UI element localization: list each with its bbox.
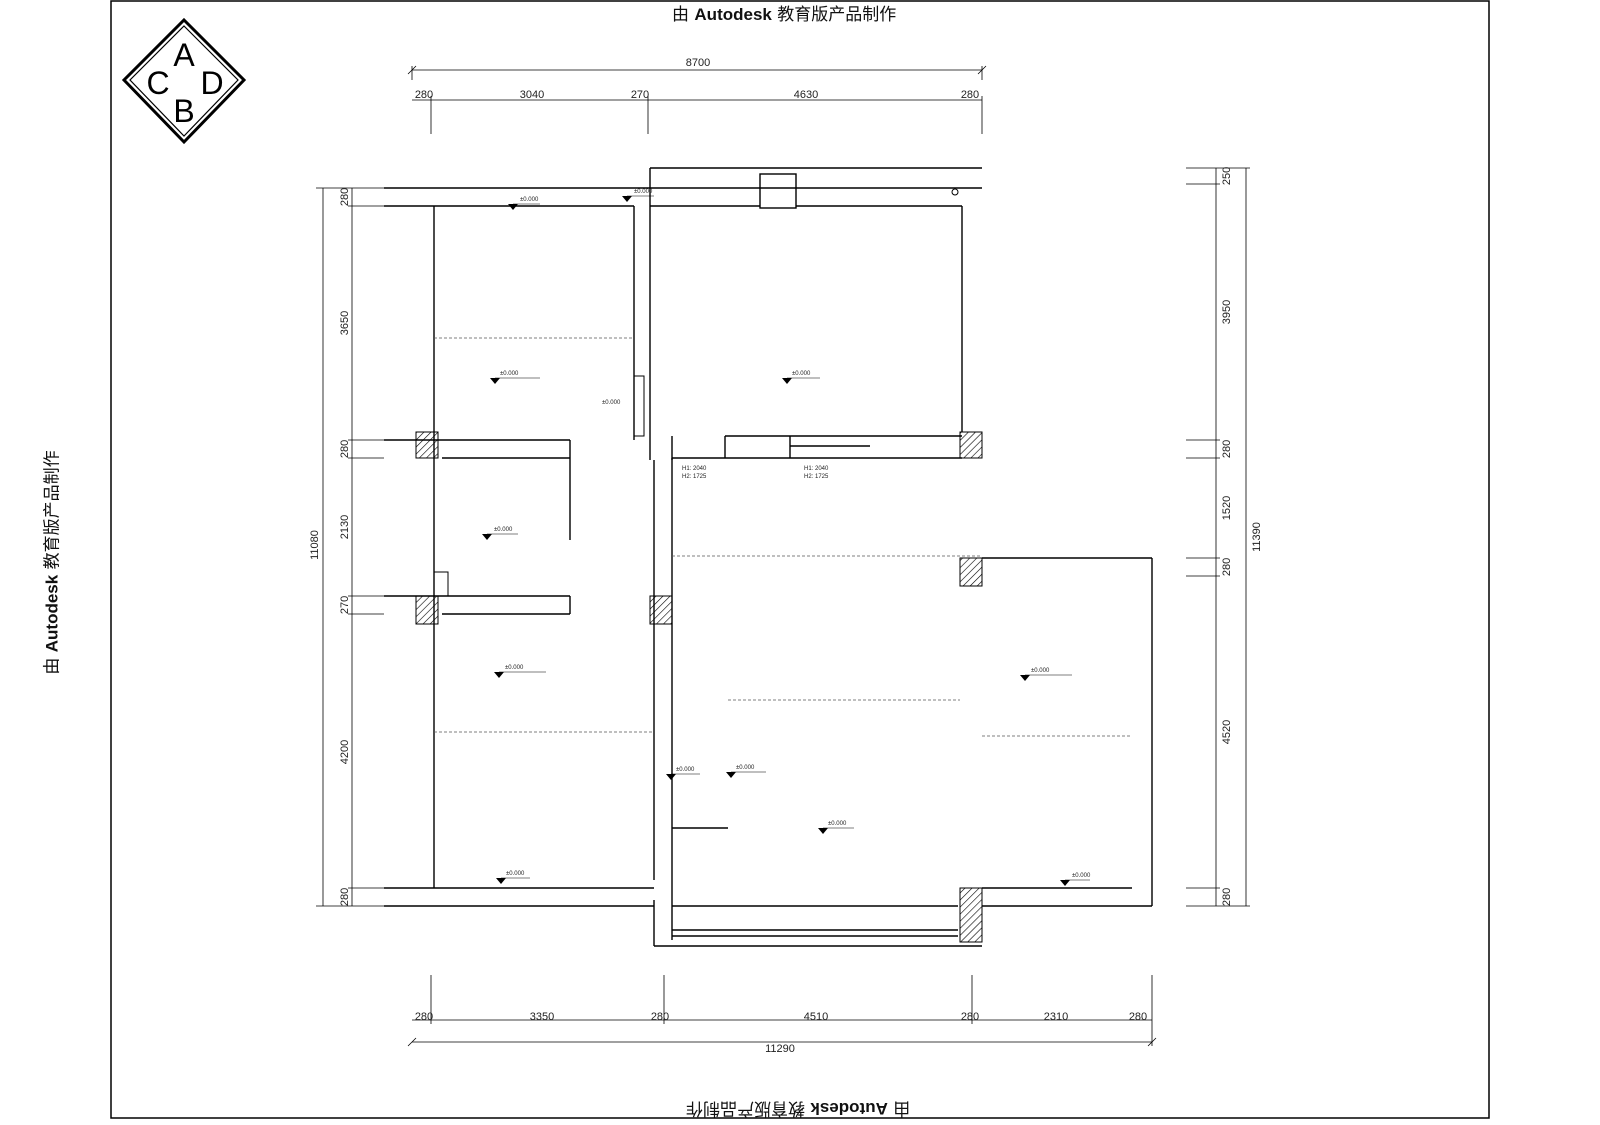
level-label-2: ±0.000 bbox=[634, 189, 653, 195]
level-lines bbox=[487, 195, 1090, 881]
watermark-bottom-brand: Autodesk bbox=[810, 1099, 888, 1118]
watermark-top-prefix: 由 bbox=[672, 5, 689, 25]
walls bbox=[384, 167, 1153, 947]
watermark-left-suffix: 教育版产品制作 bbox=[42, 450, 63, 570]
dim-bottom-7: 280 bbox=[1129, 1011, 1147, 1023]
dim-top-4: 4630 bbox=[794, 89, 818, 101]
dim-right-6: 4520 bbox=[1221, 720, 1233, 744]
dashed-partitions bbox=[434, 337, 1132, 737]
level-label-3: ±0.000 bbox=[500, 371, 519, 377]
dim-left-7: 280 bbox=[339, 888, 351, 906]
dim-top-5: 280 bbox=[961, 89, 979, 101]
drawing-frame bbox=[110, 0, 1490, 1119]
dimension-bottom bbox=[407, 975, 1157, 1047]
dim-left-5: 270 bbox=[339, 596, 351, 614]
level-label-4: ±0.000 bbox=[792, 371, 811, 377]
room-note-3: H1: 2040 bbox=[804, 466, 829, 472]
dimension-right bbox=[1186, 167, 1250, 907]
dim-bottom-total: 11290 bbox=[765, 1043, 795, 1055]
watermark-top: 由 Autodesk 教育版产品制作 bbox=[672, 0, 896, 25]
dim-top-1: 280 bbox=[415, 89, 433, 101]
dim-right-7: 280 bbox=[1221, 888, 1233, 906]
dim-right-1: 250 bbox=[1221, 167, 1233, 185]
watermark-bottom-prefix: 由 bbox=[893, 1098, 911, 1118]
dimension-top bbox=[407, 65, 987, 134]
columns bbox=[415, 375, 983, 943]
level-label-6: ±0.000 bbox=[494, 527, 513, 533]
dim-left-4: 2130 bbox=[339, 515, 351, 539]
level-label-11: ±0.000 bbox=[828, 821, 847, 827]
level-label-10: ±0.000 bbox=[736, 765, 755, 771]
level-label-9: ±0.000 bbox=[676, 767, 695, 773]
watermark-bottom-suffix: 教育版产品制作 bbox=[686, 1098, 805, 1118]
cabd-logo: A B C D bbox=[121, 17, 247, 145]
logo-letter-c: C bbox=[146, 65, 169, 101]
dim-bottom-3: 280 bbox=[651, 1011, 669, 1023]
dim-right-2: 3950 bbox=[1221, 300, 1233, 324]
room-note-4: H2: 1725 bbox=[804, 474, 829, 480]
dim-left-1: 280 bbox=[339, 188, 351, 206]
watermark-bottom: 由 Autodesk 教育版产品制作 bbox=[686, 1098, 910, 1123]
level-label-13: ±0.000 bbox=[1072, 873, 1091, 879]
watermark-left: 由 Autodesk 教育版产品制作 bbox=[38, 450, 63, 674]
logo-letter-a: A bbox=[173, 37, 195, 73]
level-label-5: ±0.000 bbox=[602, 400, 621, 406]
dim-top-total: 8700 bbox=[686, 57, 710, 69]
dim-left-3: 280 bbox=[339, 440, 351, 458]
level-label-1: ±0.000 bbox=[520, 197, 539, 203]
dim-top-3: 270 bbox=[631, 89, 649, 101]
level-label-8: ±0.000 bbox=[1031, 668, 1050, 674]
dim-right-total: 11390 bbox=[1251, 522, 1263, 552]
logo-letter-d: D bbox=[200, 65, 223, 101]
dim-bottom-1: 280 bbox=[415, 1011, 433, 1023]
level-label-7: ±0.000 bbox=[505, 665, 524, 671]
dim-bottom-2: 3350 bbox=[530, 1011, 554, 1023]
dim-left-6: 4200 bbox=[339, 740, 351, 764]
room-note-1: H1: 2040 bbox=[682, 466, 707, 472]
dim-bottom-6: 2310 bbox=[1044, 1011, 1068, 1023]
column-marker bbox=[951, 188, 959, 196]
dim-bottom-4: 4510 bbox=[804, 1011, 828, 1023]
dim-left-2: 3650 bbox=[339, 311, 351, 335]
watermark-top-suffix: 教育版产品制作 bbox=[777, 5, 897, 25]
level-markers bbox=[482, 196, 1070, 886]
dim-top-2: 3040 bbox=[520, 89, 544, 101]
dim-right-4: 1520 bbox=[1221, 496, 1233, 520]
dim-left-total: 11080 bbox=[309, 530, 321, 560]
watermark-left-brand: Autodesk bbox=[42, 574, 62, 653]
dimension-left bbox=[316, 187, 384, 907]
logo-letter-b: B bbox=[173, 93, 194, 129]
room-note-2: H2: 1725 bbox=[682, 474, 707, 480]
dim-right-3: 280 bbox=[1221, 440, 1233, 458]
dim-bottom-5: 280 bbox=[961, 1011, 979, 1023]
watermark-left-prefix: 由 bbox=[42, 657, 63, 675]
dim-right-5: 280 bbox=[1221, 558, 1233, 576]
watermark-top-brand: Autodesk bbox=[694, 5, 772, 24]
level-label-12: ±0.000 bbox=[506, 871, 525, 877]
